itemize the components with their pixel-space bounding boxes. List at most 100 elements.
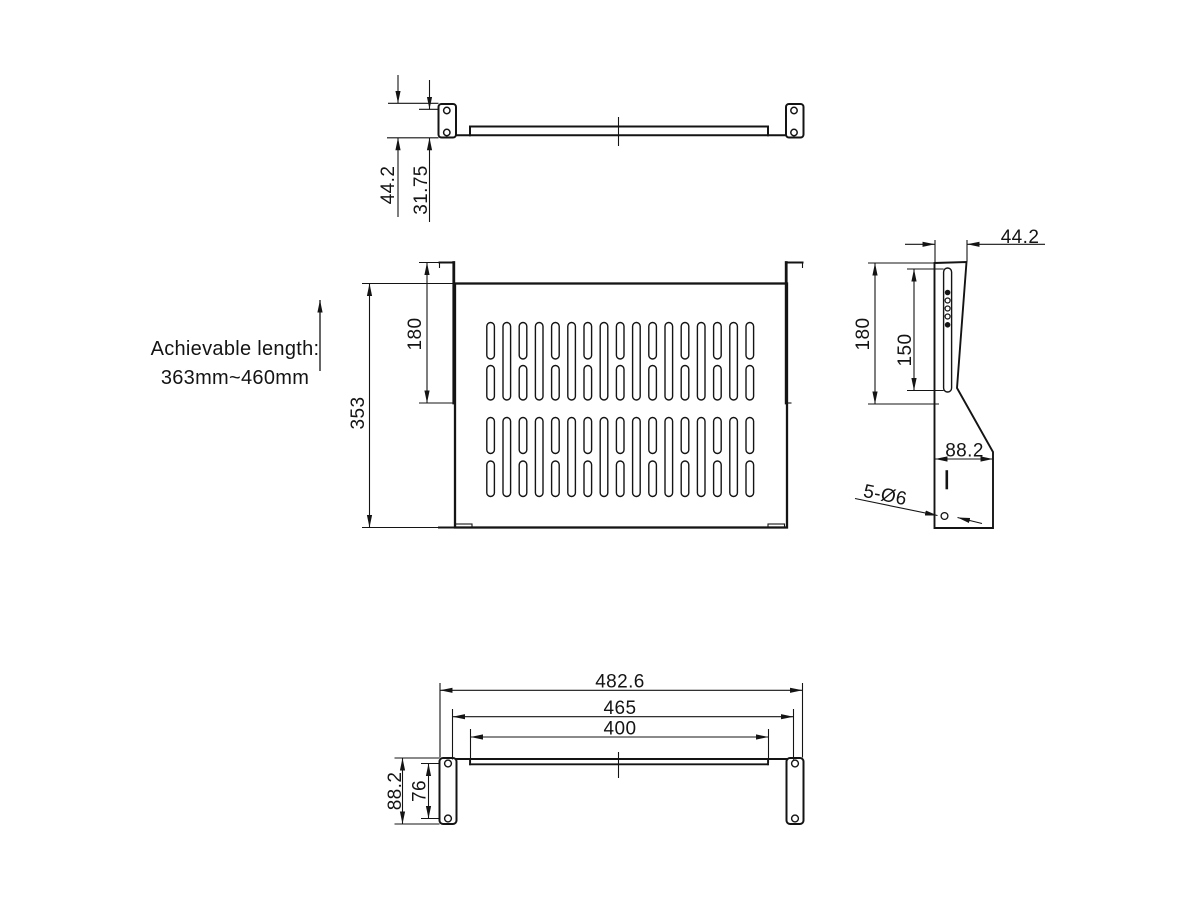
front-left-ear [437, 103, 457, 139]
front-left-ear-hole-bottom [442, 128, 451, 137]
side-slot-hole [944, 297, 951, 304]
plan-view: 353 180 [348, 261, 804, 529]
bottom-right-ear-hole-bottom [790, 814, 800, 823]
vent-slot [729, 416, 739, 498]
vent-slot [712, 321, 722, 360]
vent-slot [712, 460, 722, 498]
vent-slot [615, 364, 625, 401]
vent-slot [550, 364, 560, 401]
front-view: 44.2 31.75 [378, 75, 805, 222]
dim-label-side-body-width: 88.2 [945, 441, 984, 462]
dim-label-overall-width: 482.6 [595, 672, 645, 693]
vent-slot [680, 321, 690, 360]
dim-label-mounting-width: 465 [604, 698, 637, 719]
vent-slot [502, 321, 512, 401]
leader-line [957, 516, 983, 525]
vent-slot [664, 416, 674, 498]
vent-slot [631, 321, 641, 401]
vent-slot [567, 416, 577, 498]
bottom-left-ear-hole-bottom [443, 814, 453, 823]
dim-label-front-hole-pitch: 31.75 [411, 165, 432, 215]
vent-slot [696, 416, 706, 498]
bottom-right-ear [785, 757, 805, 825]
vent-slot [518, 364, 528, 401]
vent-slot [680, 416, 690, 455]
vent-slot [486, 364, 496, 401]
plan-rear-notch-right [767, 523, 786, 529]
vent-slot [615, 321, 625, 360]
vent-slot [583, 321, 593, 360]
note-line2: 363mm~460mm [161, 367, 309, 389]
vent-slot [550, 416, 560, 455]
vent-slot [486, 321, 496, 360]
vent-slot [745, 321, 755, 360]
vent-slot [648, 460, 658, 498]
vent-slot [648, 364, 658, 401]
vent-slot [599, 321, 609, 401]
dim-label-holes-callout: 5-Ø6 [862, 481, 909, 510]
front-right-ear-hole-bottom [790, 128, 798, 137]
vent-slot [502, 416, 512, 498]
side-slot-hole [944, 305, 951, 312]
vent-slot [729, 321, 739, 401]
vent-slot [599, 416, 609, 498]
vent-slot [518, 460, 528, 498]
dim-label-side-width: 44.2 [1001, 227, 1040, 248]
vent-slot [648, 416, 658, 455]
vent-slot [486, 416, 496, 455]
dim-label-plan-depth: 353 [348, 397, 369, 430]
bottom-left-ear-hole-top [443, 759, 453, 768]
vent-slot [583, 460, 593, 498]
side-slot-hole [944, 313, 951, 320]
vent-slot [631, 416, 641, 498]
vent-slot [664, 321, 674, 401]
front-left-ear-hole-top [442, 106, 451, 115]
vent-slot [680, 460, 690, 498]
vent-slot [615, 460, 625, 498]
bottom-view: 482.6 465 400 88.2 76 [385, 672, 805, 825]
side-slot-hole [944, 289, 951, 296]
vent-slot [745, 364, 755, 401]
vent-slot [680, 364, 690, 401]
vent-slot [518, 321, 528, 360]
vent-slot [745, 460, 755, 498]
dim-label-inner-width: 400 [604, 719, 637, 740]
bottom-right-ear-hole-top [790, 759, 800, 768]
vent-slot [745, 416, 755, 455]
vent-slot [534, 321, 544, 401]
leader-line [854, 497, 938, 517]
dim-label-bottom-hole-pitch: 76 [410, 780, 431, 802]
vent-slot [550, 460, 560, 498]
bottom-left-ear [438, 757, 458, 825]
vent-slot [534, 416, 544, 498]
note-line1: Achievable length: [151, 338, 320, 360]
vent-slot [486, 460, 496, 498]
front-right-ear [785, 103, 805, 139]
vent-slot [583, 364, 593, 401]
vent-slot [518, 416, 528, 455]
ventilation-slots [486, 321, 755, 498]
side-view: 44.2 180 150 88.2 5-Ø6 [853, 227, 1045, 529]
plan-shelf-body [453, 282, 789, 529]
vent-slot [583, 416, 593, 455]
dim-label-ear-depth: 88.2 [385, 772, 406, 811]
front-right-ear-hole-top [790, 106, 798, 115]
dim-label-plan-bracket: 180 [405, 318, 426, 351]
dim-label-side-bracket: 180 [853, 318, 874, 351]
vent-slot [550, 321, 560, 360]
dim-label-front-height: 44.2 [378, 166, 399, 205]
side-adjust-slot [942, 267, 953, 393]
vent-slot [696, 321, 706, 401]
side-bracket-outline [933, 261, 994, 529]
vent-slot [712, 364, 722, 401]
side-mount-hole [940, 511, 949, 521]
vent-slot [712, 416, 722, 455]
vent-slot [648, 321, 658, 360]
vent-slot [615, 416, 625, 455]
side-slot-hole [944, 322, 951, 328]
dim-label-side-slot: 150 [895, 334, 916, 367]
note: Achievable length: 363mm~460mm [151, 300, 323, 389]
plan-rear-notch-left [454, 523, 473, 529]
